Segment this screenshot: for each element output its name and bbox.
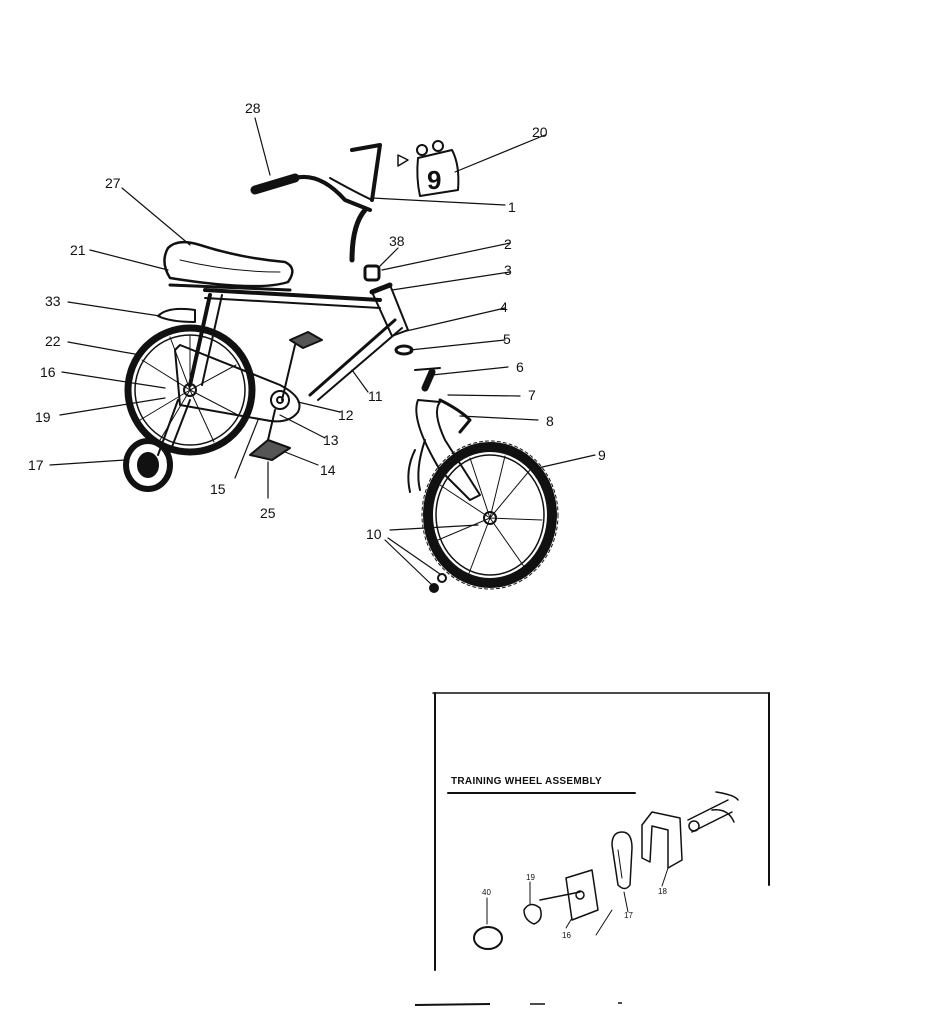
label-16: 16	[40, 364, 56, 380]
number-plate	[416, 140, 460, 197]
training-wheel	[123, 399, 191, 492]
pedals	[249, 331, 323, 461]
label-14: 14	[320, 462, 336, 478]
rear-wheel	[124, 324, 256, 456]
label-5: 5	[503, 331, 511, 347]
label-33: 33	[45, 293, 61, 309]
scan-mark	[530, 1002, 622, 1005]
label-20: 20	[532, 124, 548, 140]
label-22: 22	[45, 333, 61, 349]
label-4: 4	[500, 299, 508, 315]
axle-nut	[437, 573, 447, 583]
inset-label-19: 19	[526, 873, 535, 882]
leader-lines	[49, 117, 596, 586]
inset-label-17: 17	[624, 911, 633, 920]
label-2: 2	[504, 236, 512, 252]
label-8: 8	[546, 413, 554, 429]
label-19: 19	[35, 409, 51, 425]
handlebar	[250, 143, 382, 263]
label-10: 10	[366, 526, 382, 542]
inset-title: TRAINING WHEEL ASSEMBLY	[451, 776, 602, 787]
label-17: 17	[28, 457, 44, 473]
label-11: 11	[368, 388, 383, 404]
label-1: 1	[508, 199, 516, 215]
number-plate-digit: 9	[427, 165, 441, 195]
clamp-bolt	[397, 154, 409, 167]
scan-mark	[414, 1003, 491, 1006]
label-13: 13	[323, 432, 339, 448]
label-15: 15	[210, 481, 226, 497]
label-25: 25	[260, 505, 276, 521]
inset-label-18: 18	[658, 887, 667, 896]
rear-reflector	[157, 307, 196, 323]
inset-label-16: 16	[562, 931, 571, 940]
stem-cap	[363, 264, 381, 282]
training-wheel-inset: TRAINING WHEEL ASSEMBLY 40 19 16 17 18	[432, 692, 770, 971]
label-6: 6	[516, 359, 524, 375]
label-38: 38	[389, 233, 405, 249]
front-fork	[407, 367, 481, 501]
label-12: 12	[338, 407, 354, 423]
chain-guard	[174, 344, 301, 423]
label-9: 9	[598, 447, 606, 463]
label-7: 7	[528, 387, 536, 403]
part-labels: 28 27 21 33 22 16 19 17 15 25 14 13 12 1…	[28, 100, 606, 542]
label-28: 28	[245, 100, 261, 116]
frame	[188, 288, 403, 401]
label-21: 21	[70, 242, 86, 258]
label-27: 27	[105, 175, 121, 191]
inset-label-40: 40	[482, 888, 491, 897]
seat	[163, 240, 294, 292]
label-3: 3	[504, 262, 512, 278]
front-wheel	[421, 440, 559, 590]
axle-washer	[429, 583, 439, 593]
head-tube	[369, 282, 414, 356]
